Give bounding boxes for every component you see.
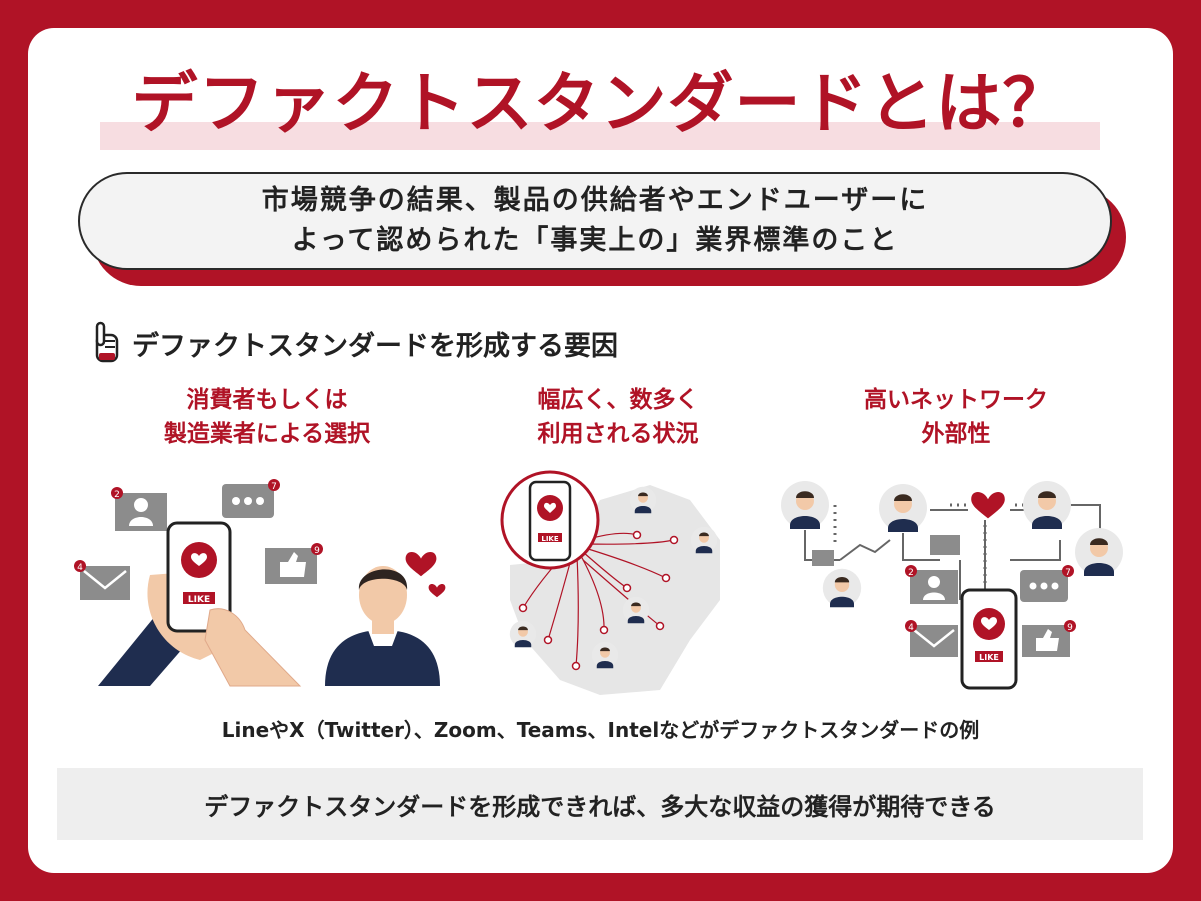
factor-caption-line: 高いネットワーク (864, 387, 1048, 413)
heart-icon (405, 552, 437, 577)
user-card-icon: 2 (905, 565, 958, 604)
man-avatar (325, 566, 440, 686)
person-avatar (690, 526, 718, 554)
definition-line-1: 市場競争の結果、製品の供給者やエンドユーザーに (261, 185, 929, 216)
person-avatar (629, 486, 657, 514)
factor-caption-line: 外部性 (921, 421, 991, 447)
main-card (28, 28, 1173, 873)
badge-count: 4 (908, 623, 914, 633)
section-heading: デファクトスタンダードを形成する要因 (92, 318, 618, 368)
message-icon (812, 550, 834, 566)
page-title: デファクトスタンダードとは？ (131, 65, 1070, 142)
chat-bubble-icon: 7 (222, 479, 280, 518)
person-avatar (781, 481, 829, 529)
definition-box: 市場競争の結果、製品の供給者やエンドユーザーに よって認められた「事実上の」業界… (78, 172, 1112, 270)
person-avatar (822, 568, 862, 608)
chat-bubble-icon: 7 (1020, 565, 1074, 602)
factor-caption-line: 幅広く、数多く (537, 387, 699, 413)
map-silhouette (510, 485, 720, 695)
heart-icon (428, 584, 446, 598)
conclusion-text: デファクトスタンダードを形成できれば、多大な収益の獲得が期待できる (204, 792, 996, 821)
person-avatar (509, 620, 537, 648)
factor-caption-choice: 消費者もしくは 製造業者による選択 (117, 383, 417, 451)
conclusion-bar: デファクトスタンダードを形成できれば、多大な収益の獲得が期待できる (57, 768, 1143, 840)
like-label: LIKE (188, 595, 210, 605)
smartphone-icon: LIKE (166, 521, 232, 633)
factor-caption-line: 製造業者による選択 (163, 421, 371, 447)
thumbs-up-icon: 9 (1022, 620, 1076, 657)
smartphone-icon: LIKE (960, 588, 1018, 690)
badge-count: 4 (77, 563, 83, 573)
heart-icon (971, 492, 1005, 519)
envelope-icon: 4 (905, 620, 958, 657)
factor-caption-line: 消費者もしくは (186, 387, 348, 413)
pointing-hand-icon (95, 321, 119, 363)
section-heading-text: デファクトスタンダードを形成する要因 (132, 330, 618, 362)
illustration-choice: 2 7 4 9 LIKE (74, 479, 446, 687)
like-label: LIKE (979, 653, 999, 662)
smartphone-icon: LIKE (500, 470, 600, 570)
factor-caption-line: 利用される状況 (537, 421, 699, 447)
person-avatar (879, 484, 927, 532)
illustration-network: 2 7 4 9 LIKE (781, 481, 1123, 690)
person-avatar (622, 596, 650, 624)
folder-icon (930, 535, 960, 555)
factor-caption-network: 高いネットワーク 外部性 (806, 383, 1106, 451)
badge-count: 9 (1067, 623, 1073, 633)
factor-caption-wide-use: 幅広く、数多く 利用される状況 (468, 383, 768, 451)
person-avatar (1023, 481, 1071, 529)
badge-count: 2 (114, 490, 120, 500)
connection-nodes (518, 530, 679, 671)
illustration-wide-use: LIKE (500, 470, 720, 695)
title-highlight-band (100, 122, 1100, 150)
badge-count: 7 (271, 482, 277, 492)
definition-line-2: よって認められた「事実上の」業界標準のこと (291, 225, 899, 256)
envelope-icon: 4 (74, 560, 130, 600)
thumbs-up-icon: 9 (265, 543, 323, 584)
badge-count: 9 (314, 546, 320, 556)
person-avatar (1075, 528, 1123, 576)
person-avatar (591, 641, 619, 669)
badge-count: 7 (1065, 568, 1071, 578)
user-card-icon: 2 (111, 487, 167, 531)
examples-text: LineやX（Twitter）、Zoom、Teams、Intelなどがデファクト… (221, 718, 980, 742)
like-label: LIKE (541, 535, 558, 543)
badge-count: 2 (908, 568, 914, 578)
